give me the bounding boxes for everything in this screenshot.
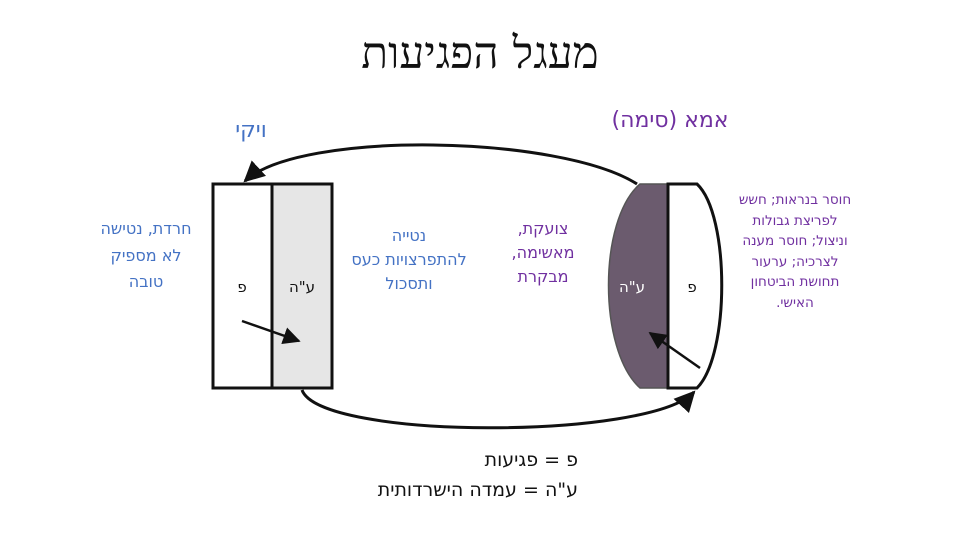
legend-line-1: פ = פגיעות [484,449,578,471]
left-p-cell [211,182,274,390]
left-person-traits: חרדת, נטישה לא מספיק טובה [100,219,192,291]
left-behavior-text: נטייה להתפרצויות כעס ותסכול [351,226,467,293]
left-p-label: פ [237,278,246,296]
right-p-label: פ [687,278,696,296]
left-ah-label: ע"ה [289,278,315,296]
left-internal-arrow [241,319,301,345]
right-notes-text: חוסר בנראות; חשש לפריצת גבולות וניצול; ח… [738,192,852,311]
top-cycle-arrow [243,143,638,186]
right-behavior-text: צועקת, מאשימה, מבקרת [511,219,575,286]
right-internal-arrow [648,331,701,370]
page-title: מעגל הפגיעות [361,28,599,79]
bottom-cycle-arrow [300,389,696,430]
right-ah-label: ע"ה [619,278,645,296]
left-person-name: ויקי [235,118,267,143]
right-p-cell [666,182,724,390]
left-ah-cell [270,182,334,390]
legend-line-2: ע"ה = עמדה הישרדותית [377,479,578,501]
right-person-name: אמא (סימה) [611,108,729,133]
